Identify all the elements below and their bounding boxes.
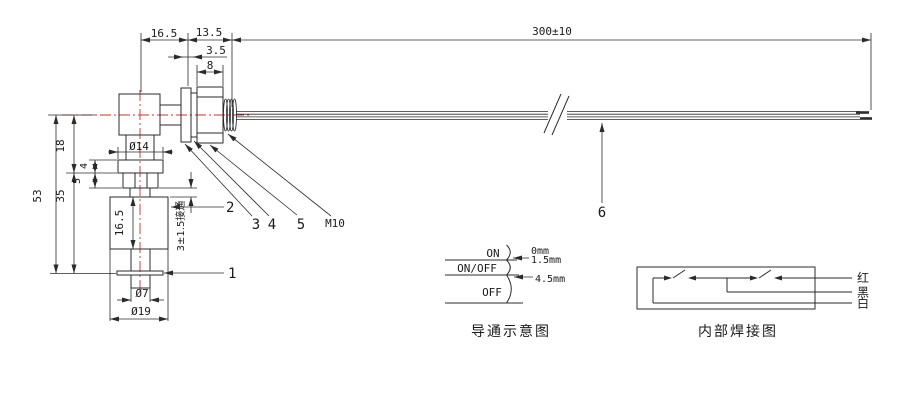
dim-16-5-float: 16.5: [113, 210, 126, 237]
dim-dia14: Ø14: [129, 140, 149, 153]
switch-housing-outline: [636, 266, 816, 310]
dim-5: 5: [72, 178, 83, 184]
stem-washer-outline: [117, 159, 164, 174]
part-label-2: 2: [226, 200, 234, 216]
elbow-body-outline: [118, 93, 161, 136]
thread-label-m10: M10: [325, 217, 345, 230]
retaining-clip-outline: [116, 270, 164, 276]
state-off: OFF: [482, 286, 502, 299]
dim-dia19: Ø19: [131, 305, 151, 318]
switch-contact: [688, 275, 696, 281]
leader-line: [209, 144, 298, 216]
dimensions: 16.5 13.5 300±10 3.5 8 53 18 35 4 5: [31, 25, 872, 322]
switch-blade: [672, 269, 686, 279]
part-label-1: 1: [228, 266, 236, 282]
float-switch-main-view: [62, 86, 872, 290]
leader-line: [227, 133, 332, 217]
dim-8: 8: [207, 59, 214, 72]
stem-hex-outline: [122, 172, 159, 189]
switch-contact: [750, 275, 758, 281]
switch-contact: [664, 275, 672, 281]
dim-18: 18: [54, 139, 67, 152]
wire-label-white: 白: [857, 296, 869, 311]
part-label-6: 6: [598, 205, 606, 221]
dim-35: 35: [54, 189, 67, 202]
dim-16-5-top: 16.5: [151, 27, 178, 40]
part-label-3: 3: [252, 217, 260, 233]
float-body-outline: [109, 196, 169, 250]
distance-1-5mm: 1.5mm: [531, 255, 561, 266]
distance-0mm: 0mm: [531, 246, 549, 257]
distance-4-5mm: 4.5mm: [535, 274, 565, 285]
float-travel-curve: [505, 244, 512, 304]
conduction-diagram: ON ON/OFF OFF 0mm 1.5mm 4.5mm 导通示意图: [445, 244, 565, 340]
dim-3-1-5: 3±1.5接通: [174, 201, 187, 252]
hex-nut-outline: [196, 86, 224, 144]
wiring-caption: 内部焊接图: [698, 323, 778, 340]
leader-line: [184, 143, 253, 217]
conduction-caption: 导通示意图: [471, 323, 551, 340]
cable: [236, 93, 872, 136]
part-labels: 1 2 3 4 5 M10 6: [164, 123, 606, 282]
wire-label-black: 黑: [857, 286, 869, 300]
switch-blade: [758, 269, 772, 279]
cable-break-symbol: [543, 93, 562, 134]
lower-guide-stem: [116, 249, 164, 289]
wiring-diagram: 红 黑 白 内部焊接图: [636, 266, 869, 340]
dim-dia7: Ø7: [135, 287, 148, 300]
dim-300: 300±10: [532, 25, 572, 38]
part-label-5: 5: [297, 217, 305, 233]
thread-profile: [223, 98, 237, 132]
dim-3-5: 3.5: [206, 44, 226, 57]
lower-stem-stack: [117, 135, 164, 197]
state-on-off: ON/OFF: [457, 262, 497, 275]
dim-53: 53: [31, 189, 44, 202]
cable-break-symbol: [551, 95, 570, 136]
switch-contact: [774, 275, 782, 281]
part-label-4: 4: [268, 217, 276, 233]
state-on: ON: [486, 247, 499, 260]
wire-label-red: 红: [857, 270, 869, 285]
leader-line: [193, 140, 270, 217]
dim-13-5: 13.5: [196, 26, 223, 39]
dim-4: 4: [79, 163, 90, 169]
